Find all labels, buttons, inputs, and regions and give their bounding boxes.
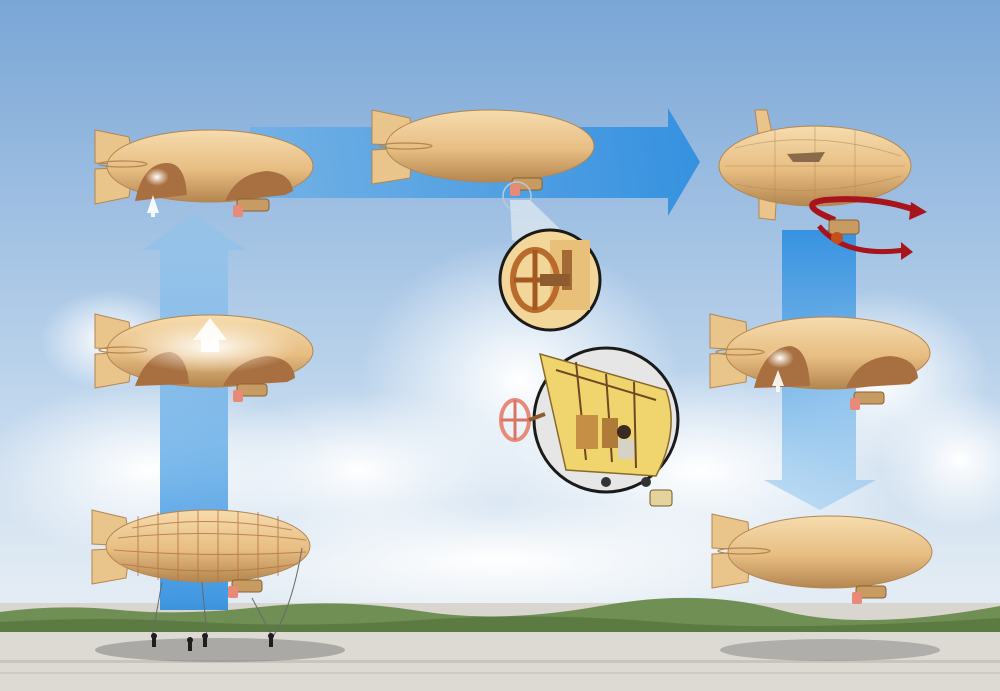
blimp-cutaway-icon — [709, 313, 931, 410]
blimp-ribbed-icon — [91, 509, 311, 639]
airfield-ground — [0, 597, 1000, 691]
propeller-icon — [499, 398, 546, 442]
blimp-cutaway-icon — [94, 129, 314, 217]
blimp-shadow — [95, 638, 345, 662]
gondola-cockpit-icon — [532, 346, 680, 507]
ground-crew — [151, 633, 274, 651]
blimp-inflating-icon — [94, 313, 314, 402]
propeller-icon — [498, 228, 602, 332]
blimp-icon — [711, 513, 933, 604]
blimp-icon — [371, 109, 595, 211]
blimp-rotating-icon — [718, 109, 927, 260]
blimp-shadow — [720, 639, 940, 661]
